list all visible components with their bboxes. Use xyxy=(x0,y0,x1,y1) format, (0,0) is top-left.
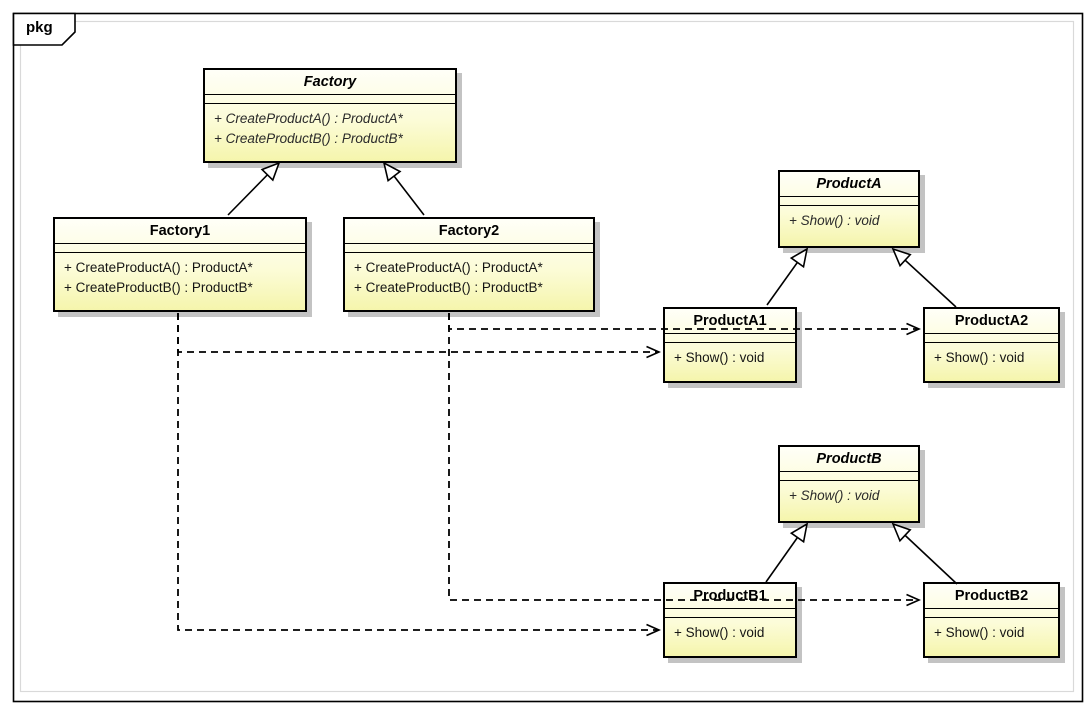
method-label: + CreateProductA() : ProductA* xyxy=(214,111,403,126)
method-label: + Show() : void xyxy=(934,350,1025,365)
attributes-compartment xyxy=(345,244,593,253)
method-label: + CreateProductA() : ProductA* xyxy=(64,260,253,275)
class-name: ProductA1 xyxy=(665,309,795,334)
method-label: + CreateProductB() : ProductB* xyxy=(64,280,253,295)
method-label: + CreateProductB() : ProductB* xyxy=(354,280,543,295)
methods-compartment: + CreateProductA() : ProductA* + CreatePr… xyxy=(205,104,455,149)
class-box-productA[interactable]: ProductA + Show() : void xyxy=(778,170,920,248)
attributes-compartment xyxy=(665,334,795,343)
methods-compartment: + Show() : void xyxy=(780,481,918,506)
class-box-factory2[interactable]: Factory2+ CreateProductA() : ProductA*+ … xyxy=(343,217,595,312)
method-label: + Show() : void xyxy=(789,488,880,503)
dependency-factory1-to-producta1[interactable] xyxy=(177,313,659,352)
methods-compartment: + Show() : void xyxy=(665,618,795,643)
class-box-factory[interactable]: Factory+ CreateProductA() : ProductA*+ C… xyxy=(203,68,457,163)
attributes-compartment xyxy=(665,609,795,618)
class-name: Factory1 xyxy=(55,219,305,244)
class-box-factory1[interactable]: Factory1+ CreateProductA() : ProductA*+ … xyxy=(53,217,307,312)
attributes-compartment xyxy=(780,472,918,481)
method-label: + CreateProductA() : ProductA* xyxy=(354,260,543,275)
dependency-factory2-to-productb2[interactable] xyxy=(448,313,919,600)
class-name: ProductA xyxy=(780,172,918,197)
method-label: + Show() : void xyxy=(934,625,1025,640)
class-name: ProductA2 xyxy=(925,309,1058,334)
class-name: ProductB1 xyxy=(665,584,795,609)
methods-compartment: + Show() : void xyxy=(780,206,918,231)
class-name: ProductB2 xyxy=(925,584,1058,609)
class-name: Factory2 xyxy=(345,219,593,244)
class-box-productB[interactable]: ProductB + Show() : void xyxy=(778,445,920,523)
class-box-productA2[interactable]: ProductA2 + Show() : void xyxy=(923,307,1060,383)
class-box-productB1[interactable]: ProductB1 + Show() : void xyxy=(663,582,797,658)
methods-compartment: + CreateProductA() : ProductA* + CreatePr… xyxy=(55,253,305,298)
attributes-compartment xyxy=(780,197,918,206)
class-box-productB2[interactable]: ProductB2 + Show() : void xyxy=(923,582,1060,658)
methods-compartment: + Show() : void xyxy=(665,343,795,368)
package-tab-label: pkg xyxy=(26,19,53,36)
class-name: ProductB xyxy=(780,447,918,472)
method-label: + CreateProductB() : ProductB* xyxy=(214,131,403,146)
generalization-productb2-to-productb[interactable] xyxy=(891,522,958,585)
attributes-compartment xyxy=(925,609,1058,618)
method-label: + Show() : void xyxy=(674,625,765,640)
dependency-factory1-to-productb1[interactable] xyxy=(177,313,659,630)
attributes-compartment xyxy=(925,334,1058,343)
methods-compartment: + Show() : void xyxy=(925,618,1058,643)
class-box-productA1[interactable]: ProductA1 + Show() : void xyxy=(663,307,797,383)
attributes-compartment xyxy=(205,95,455,104)
attributes-compartment xyxy=(55,244,305,253)
method-label: + Show() : void xyxy=(789,213,880,228)
generalization-factory1-to-factory[interactable] xyxy=(227,161,281,216)
generalization-factory2-to-factory[interactable] xyxy=(382,161,425,216)
class-name: Factory xyxy=(205,70,455,95)
generalization-productb1-to-productb[interactable] xyxy=(765,522,809,583)
generalization-producta2-to-producta[interactable] xyxy=(891,247,957,308)
generalization-producta1-to-producta[interactable] xyxy=(766,247,809,306)
methods-compartment: + CreateProductA() : ProductA* + CreatePr… xyxy=(345,253,593,298)
methods-compartment: + Show() : void xyxy=(925,343,1058,368)
method-label: + Show() : void xyxy=(674,350,765,365)
